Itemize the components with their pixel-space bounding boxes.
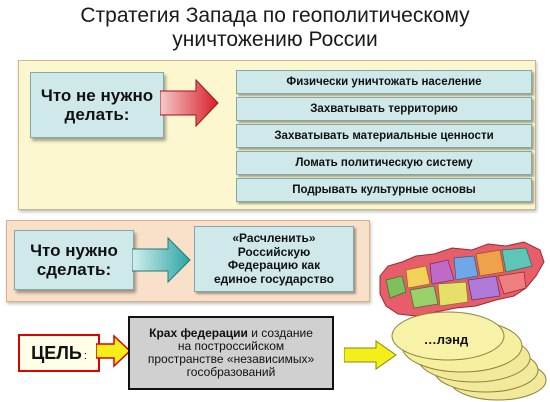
yellow-small-arrow-icon [96,334,132,368]
dont-item: Захватывать территорию [236,97,532,121]
target-box: Крах федерации и создание на построссийс… [128,316,334,390]
goal-box: ЦЕЛЬ: [18,334,100,372]
goal-colon: : [83,350,87,362]
land-stack-icon [391,311,547,401]
target-text-rest: и создание [247,326,313,340]
red-arrow-icon [160,78,219,128]
answer-box: «Расчленить» Российскую Федерацию как ед… [194,226,354,292]
dont-item: Подрывать культурные основы [236,178,532,202]
teal-arrow-icon [132,236,191,284]
title-line-2: уничтожению России [172,28,378,51]
target-bold-text: Крах федерации [149,326,248,340]
do-label-line-2: сделать: [36,260,112,279]
target-line-3: пространстве «независимых» [147,352,315,366]
do-label-line-1: Что нужно [30,241,118,260]
dont-label-line-1: Что не нужно [40,86,154,105]
title-line-1: Стратегия Запада по геополитическому [80,4,470,27]
answer-line-2: Российскую [237,244,311,259]
target-line-4: гособразований [186,365,276,379]
dont-item: Физически уничтожать население [236,70,532,94]
page-title: Стратегия Запада по геополитическому уни… [0,4,550,52]
dont-item: Захватывать материальные ценности [236,124,532,148]
dont-label-box: Что не нужно делать: [30,72,164,138]
answer-line-1: «Расчленить» [232,231,316,245]
dont-item: Ломать политическую систему [236,151,532,175]
target-line-2: на построссийском [177,339,285,353]
dont-label-line-2: делать: [64,105,130,124]
russia-map-icon [376,236,546,328]
answer-line-4: единое государство [213,271,335,286]
yellow-arrow-icon [344,340,397,370]
do-label-box: Что нужно сделать: [14,230,134,290]
goal-label: ЦЕЛЬ [31,342,82,363]
answer-line-3: Федерацию как [227,258,321,272]
land-label: …лэнд [423,332,469,347]
